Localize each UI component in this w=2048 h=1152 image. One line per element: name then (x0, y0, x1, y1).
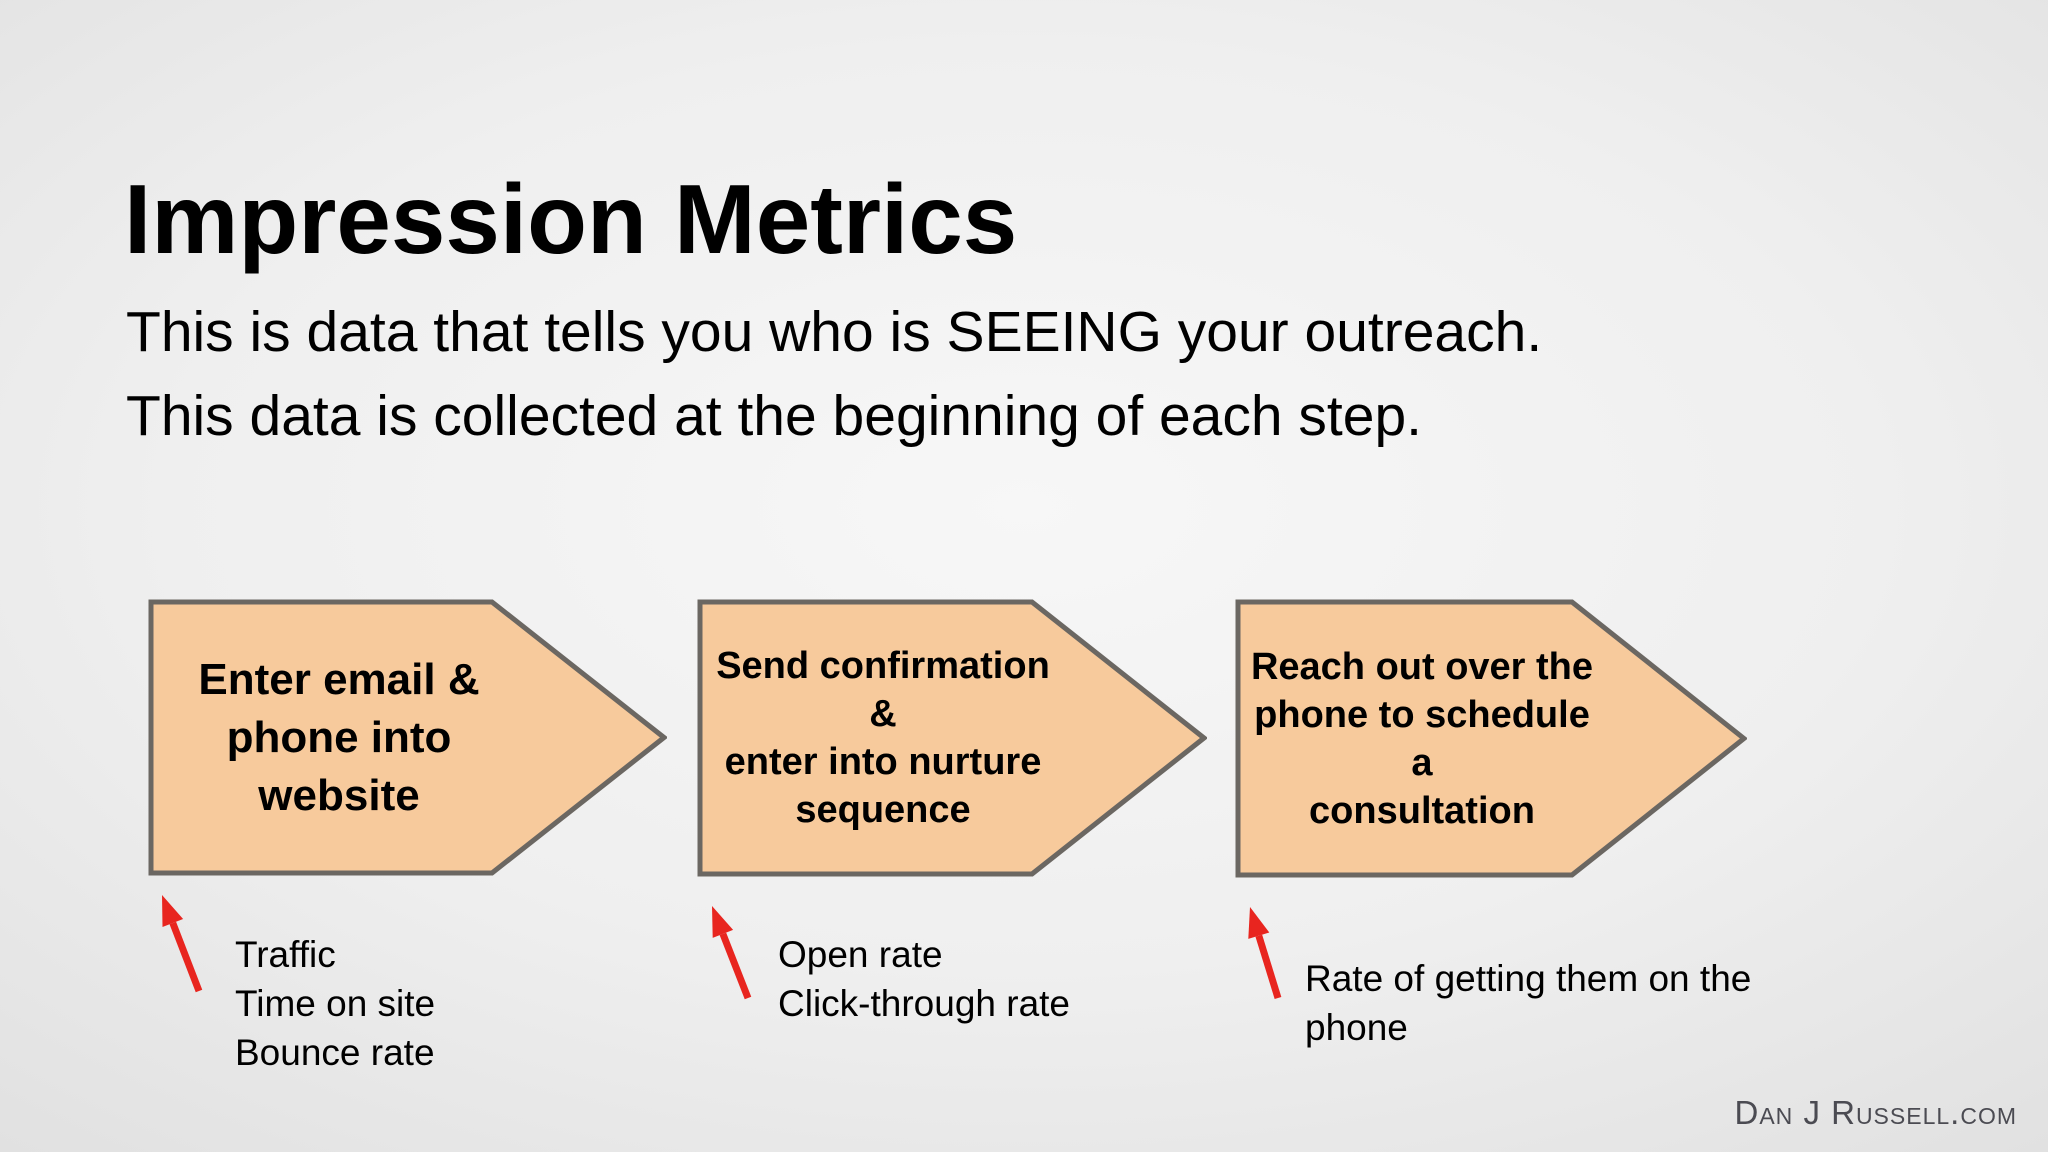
red-pointer-arrow-icon (162, 895, 203, 993)
step-label: Send confirmation & enter into nurture s… (716, 645, 1050, 831)
metric-line: Time on site (235, 983, 436, 1024)
step-shape-enter-email: Enter email & phone into website (148, 599, 667, 876)
metrics-list-step-2: Open rate Click-through rate (778, 930, 1070, 1028)
subtitle-line: This data is collected at the beginning … (126, 384, 1422, 448)
slide-subtitle: This is data that tells you who is SEEIN… (126, 290, 1542, 458)
step-shape-send-confirmation: Send confirmation & enter into nurture s… (697, 599, 1207, 877)
chevron-arrow-shape (697, 599, 1207, 877)
step-shape-reach-out: Reach out over the phone to schedule a c… (1235, 599, 1747, 878)
metric-line: Click-through rate (778, 983, 1071, 1024)
metric-line: Traffic (235, 934, 336, 975)
chevron-arrow-shape (148, 599, 667, 876)
slide-title: Impression Metrics (124, 163, 1018, 274)
step-label: Reach out over the phone to schedule a c… (1250, 645, 1594, 832)
metric-line: Bounce rate (235, 1032, 435, 1073)
red-pointer-arrow-icon (1248, 907, 1282, 1000)
step-label: Enter email & phone into website (198, 654, 480, 820)
red-pointer-arrow-icon (712, 906, 752, 1000)
metrics-list-step-3: Rate of getting them on the phone (1305, 954, 1751, 1052)
metric-line: Open rate (778, 934, 943, 975)
metric-line: phone (1305, 1007, 1408, 1048)
watermark: Dan J Russell.com (1734, 1094, 2017, 1131)
subtitle-line: This is data that tells you who is SEEIN… (126, 300, 1543, 364)
metric-line: Rate of getting them on the (1305, 958, 1752, 999)
metrics-list-step-1: Traffic Time on site Bounce rate (235, 930, 435, 1077)
chevron-arrow-shape (1235, 599, 1747, 878)
